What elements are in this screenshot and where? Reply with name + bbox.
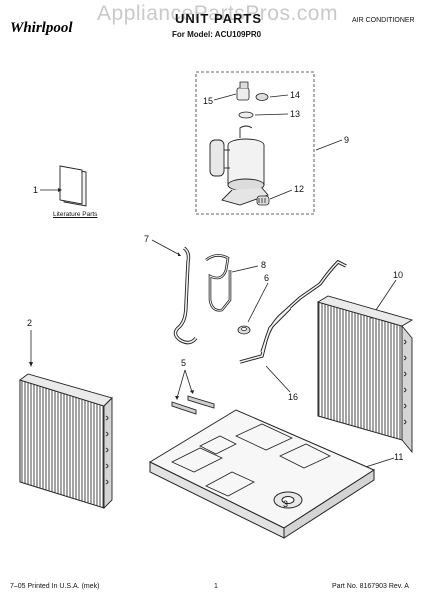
callout-1: 1 — [33, 185, 38, 195]
base-pan — [148, 409, 376, 539]
literature-booklet — [59, 165, 87, 207]
footer-print-info: 7–05 Printed In U.S.A. (mek) — [10, 583, 100, 590]
callout-13: 13 — [290, 109, 300, 119]
callout-8: 8 — [261, 260, 266, 270]
callout-2: 2 — [27, 318, 32, 328]
part-number: Part No. 8167903 Rev. A — [332, 583, 409, 590]
page-number: 1 — [214, 583, 218, 590]
seal-strips — [171, 395, 215, 415]
nut — [237, 325, 251, 335]
mount — [256, 195, 270, 206]
callout-15: 15 — [203, 96, 213, 106]
category-label: AIR CONDITIONER — [352, 17, 415, 24]
callout-5: 5 — [181, 358, 186, 368]
callout-9: 9 — [344, 135, 349, 145]
callout-10: 10 — [393, 270, 403, 280]
grommet — [255, 93, 269, 101]
callout-16: 16 — [288, 392, 298, 402]
callout-12: 12 — [294, 184, 304, 194]
condenser-coil — [316, 295, 414, 454]
brand-logo: Whirlpool — [10, 20, 73, 36]
page-title: UNIT PARTS — [175, 11, 263, 26]
callout-6: 6 — [264, 273, 269, 283]
watermark: AppliancePartsPros.com — [97, 2, 338, 25]
model-line: For Model: ACU109PR0 — [172, 30, 262, 39]
compressor — [209, 125, 269, 206]
callout-11: 11 — [394, 452, 403, 462]
evaporator-coil — [19, 373, 113, 510]
literature-parts-label: Literature Parts — [53, 211, 98, 218]
callout-3: 3 — [283, 499, 288, 509]
callout-14: 14 — [290, 90, 300, 100]
washer — [238, 111, 254, 119]
overload-cap — [236, 81, 250, 101]
callout-7: 7 — [144, 234, 149, 244]
